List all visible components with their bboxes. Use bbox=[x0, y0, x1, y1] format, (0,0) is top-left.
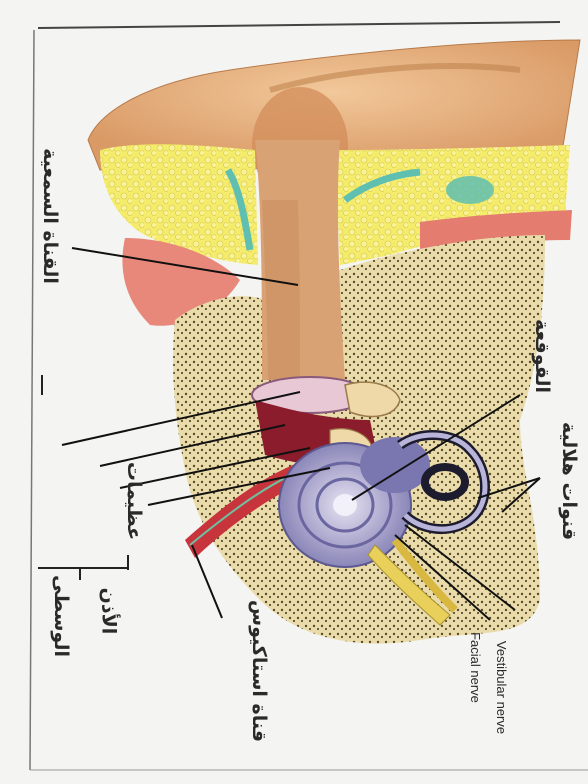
vestibule bbox=[360, 437, 430, 493]
label-ear: الأذن bbox=[97, 588, 119, 635]
label-semicircular-canals: قنوات هلالية bbox=[558, 422, 580, 540]
label-facial-nerve: Facial nerve bbox=[468, 632, 483, 703]
label-small-bones: عظيمات bbox=[123, 462, 145, 540]
frame-line-top bbox=[38, 22, 560, 28]
label-vestibular-nerve: Vestibular nerve bbox=[494, 641, 509, 734]
cartilage-spot bbox=[446, 176, 494, 204]
leader-eustachian bbox=[192, 545, 222, 618]
label-middle: الوسطى bbox=[50, 575, 72, 657]
label-ear-canal: القناة السمعية bbox=[39, 148, 61, 284]
label-eustachian-tube: قناة استاكيوس bbox=[248, 600, 270, 742]
cochlea-center bbox=[333, 494, 357, 516]
frame-line-left bbox=[30, 30, 34, 770]
label-cochlea: القوقعة bbox=[531, 319, 553, 393]
